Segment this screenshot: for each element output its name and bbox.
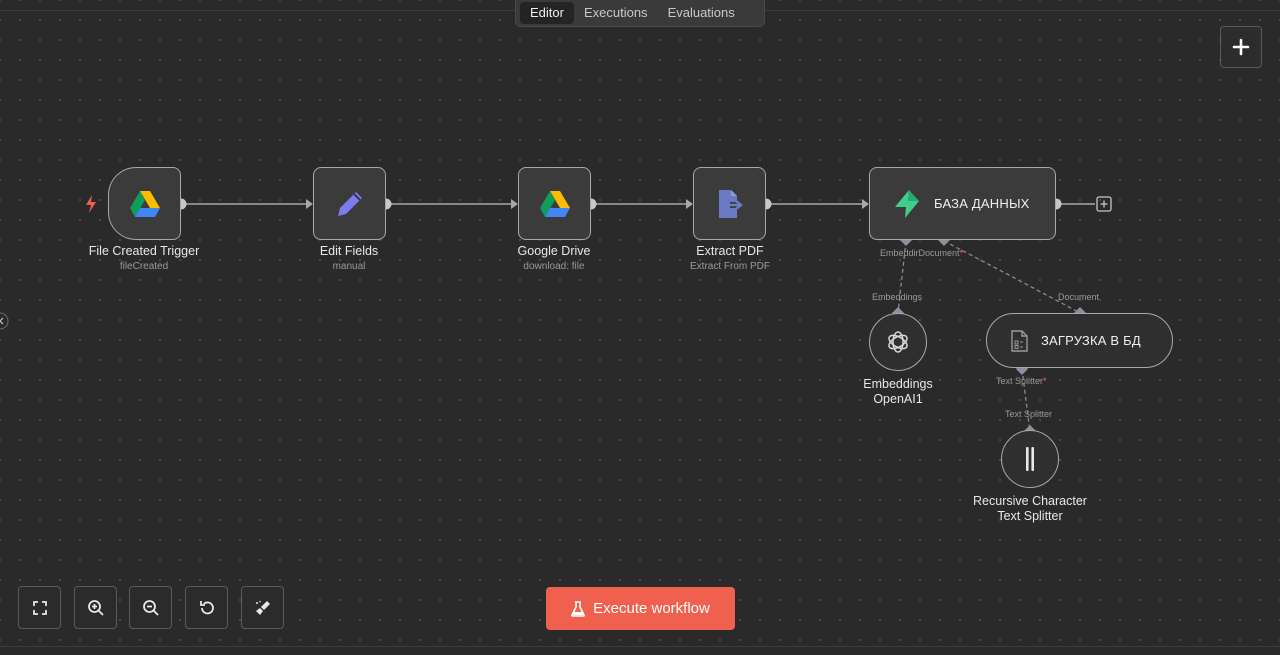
- tab-editor[interactable]: Editor: [520, 2, 574, 24]
- document-connector-label: Document: [1058, 292, 1100, 302]
- add-node-button[interactable]: [1220, 26, 1262, 68]
- flask-icon: [571, 600, 586, 617]
- supabase-icon: [895, 189, 919, 218]
- trigger-bolt-icon: [86, 195, 96, 213]
- view-tabs: Editor Executions Evaluations: [515, 0, 765, 27]
- google-drive-icon: [539, 190, 570, 217]
- tidy-up-icon: [255, 600, 270, 615]
- google-drive-icon: [129, 190, 160, 217]
- db-embedding-input-label: EmbeddirDocument*: [880, 248, 964, 258]
- execute-workflow-label: Execute workflow: [593, 600, 710, 617]
- edge-document: [943, 240, 1081, 314]
- document-icon: [1011, 329, 1028, 352]
- node-label: Edit Fields manual: [319, 244, 379, 272]
- node-edit-fields[interactable]: [313, 167, 386, 240]
- node-embeddings-openai[interactable]: [869, 313, 927, 371]
- bottom-divider: [0, 646, 1280, 655]
- tab-executions[interactable]: Executions: [583, 5, 648, 20]
- node-label: Embeddings OpenAI1: [863, 377, 933, 406]
- zoom-out-icon: [142, 599, 159, 616]
- tab-evaluations[interactable]: Evaluations: [667, 5, 735, 20]
- splitter-icon: [1026, 447, 1034, 471]
- panel-collapse-handle[interactable]: [0, 312, 10, 330]
- node-extract-pdf[interactable]: [693, 167, 766, 240]
- node-baza-dannyh[interactable]: БАЗА ДАННЫХ: [869, 167, 1056, 240]
- node-file-created-trigger[interactable]: [108, 167, 181, 240]
- text-splitter-connector-label: Text Splitter: [1005, 409, 1053, 419]
- zagruzka-text-splitter-input-label: Text Splitter*: [996, 376, 1047, 386]
- node-label: File Created Trigger fileCreated: [88, 244, 200, 272]
- reset-zoom-button[interactable]: [185, 586, 228, 629]
- reset-icon: [199, 600, 214, 614]
- add-next-node-button: [1096, 196, 1112, 212]
- execute-workflow-button[interactable]: Execute workflow: [546, 587, 735, 630]
- file-export-icon: [718, 189, 743, 218]
- embeddings-connector-label: Embeddings: [872, 292, 923, 302]
- node-label: Recursive Character Text Splitter: [973, 494, 1087, 523]
- plus-icon: [1232, 38, 1250, 56]
- fit-view-button[interactable]: [18, 586, 61, 629]
- pencil-icon: [337, 191, 362, 216]
- zoom-in-button[interactable]: [74, 586, 117, 629]
- node-google-drive[interactable]: [518, 167, 591, 240]
- openai-icon: [888, 331, 908, 353]
- node-label: Google Drive download: file: [517, 244, 591, 272]
- tidy-up-button[interactable]: [241, 586, 284, 629]
- zoom-in-icon: [87, 599, 104, 616]
- fit-view-icon: [32, 600, 47, 615]
- edge-text-splitter: [1021, 368, 1031, 433]
- node-zagruzka-v-bd[interactable]: ЗАГРУЗКА В БД: [986, 313, 1173, 368]
- node-label: Extract PDF Extract From PDF: [689, 244, 771, 272]
- node-text-splitter[interactable]: [1001, 430, 1059, 488]
- zoom-out-button[interactable]: [129, 586, 172, 629]
- edge-embeddings: [897, 240, 907, 314]
